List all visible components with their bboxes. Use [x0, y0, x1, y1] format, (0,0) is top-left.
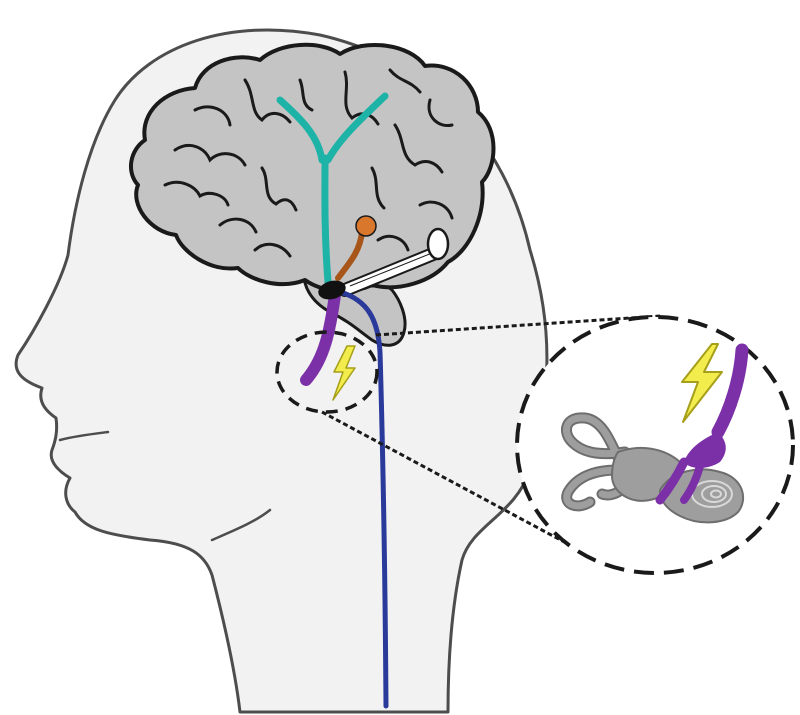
orange-stalk — [335, 229, 365, 281]
zoom-connector-lines — [321, 314, 661, 546]
small-dashed-circle — [275, 330, 379, 414]
purple-nerve — [300, 289, 341, 386]
brain-folds — [163, 68, 454, 258]
orange-nucleus — [355, 215, 377, 237]
white-ellipse — [426, 227, 450, 261]
large-dashed-circle — [515, 315, 795, 575]
blue-pathway — [337, 289, 389, 709]
mouth-line — [58, 430, 110, 442]
inner-ear-icon — [560, 412, 745, 524]
white-tract — [338, 245, 445, 297]
brain-icon — [128, 42, 496, 293]
large-purple-nerve — [655, 343, 749, 505]
teal-pathway — [276, 92, 389, 286]
lightning-bolt-large-icon — [681, 343, 723, 423]
lightning-bolt-icon — [332, 345, 356, 401]
black-node — [318, 280, 346, 300]
jaw-line — [210, 508, 272, 542]
